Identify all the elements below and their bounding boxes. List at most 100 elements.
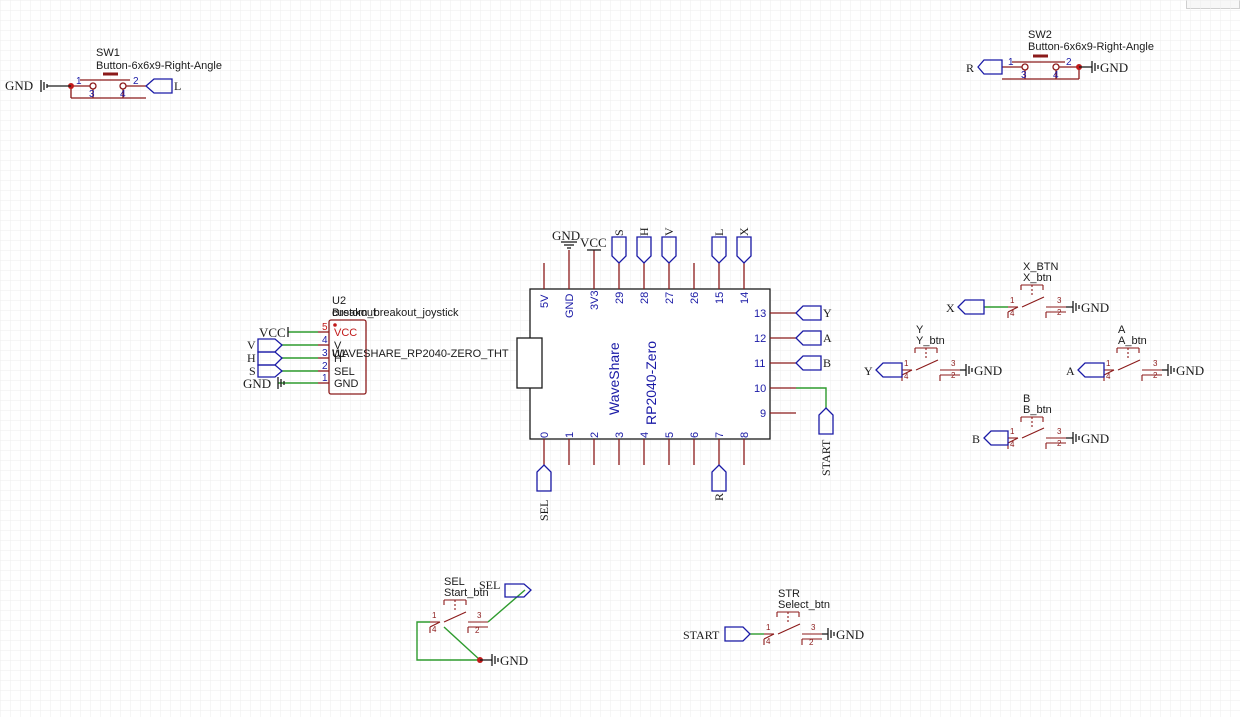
- pin-label: 3: [614, 432, 626, 438]
- pin-label: 0: [539, 432, 551, 438]
- net-label-gnd: GND: [1100, 60, 1128, 75]
- net-flag-r[interactable]: [977, 59, 1003, 75]
- net-label-sel: SEL: [479, 578, 500, 592]
- button-x[interactable]: X_BTN X_btn 1 2 3 4 X GND: [946, 261, 1109, 318]
- pin-number: 1: [1106, 359, 1111, 368]
- pin-number: 4: [120, 89, 126, 100]
- wire-start[interactable]: [796, 387, 827, 408]
- net-label-gnd: GND: [974, 363, 1002, 378]
- net-flag-start[interactable]: [818, 407, 834, 435]
- sw1-value: Button-6x6x9-Right-Angle: [96, 60, 222, 72]
- pin-number: 3: [1153, 359, 1158, 368]
- net-label-r: R: [966, 61, 974, 75]
- net-label-start: START: [683, 628, 720, 642]
- net-label-r: R: [712, 493, 726, 501]
- switch-sw2[interactable]: [1002, 54, 1080, 80]
- u2-ref: U2: [332, 295, 346, 307]
- pin-number: 2: [133, 76, 139, 87]
- net-flag-l[interactable]: [145, 78, 173, 94]
- usb-connector: [516, 337, 543, 389]
- net-flag-y[interactable]: [875, 362, 903, 378]
- net-flag-b[interactable]: [983, 430, 1009, 446]
- net-flag-a[interactable]: [1077, 362, 1105, 378]
- btn-ref: STR: [778, 588, 800, 600]
- pin-number: 1: [76, 76, 82, 87]
- net-flag-sel[interactable]: [504, 583, 532, 598]
- pin-number: 3: [1057, 296, 1062, 305]
- pin-number: 2: [475, 626, 480, 635]
- bottom-net-flags[interactable]: [536, 464, 727, 492]
- net-label-l: L: [712, 229, 726, 236]
- mcu-model: RP2040-Zero: [643, 341, 659, 425]
- button-b[interactable]: B B_btn 1 2 3 4 B GND: [972, 393, 1109, 449]
- pin-label: 28: [639, 292, 651, 304]
- pin-number: 1: [766, 623, 771, 632]
- mcu-bottom-pin-lines: [543, 439, 745, 465]
- pin-number: 4: [1010, 440, 1015, 449]
- pin-label: 11: [754, 358, 765, 370]
- pin-number: 3: [89, 89, 95, 100]
- net-flag-start[interactable]: [724, 626, 751, 642]
- pin-label: 26: [689, 292, 701, 304]
- u2-overlap-value: Breakout: [332, 307, 376, 319]
- pin-number: 3: [1021, 70, 1027, 81]
- gnd-symbol: [40, 80, 71, 92]
- sw2-ref: SW2: [1028, 29, 1052, 41]
- pin-number: 1: [432, 611, 437, 620]
- net-label-vcc: VCC: [259, 325, 286, 340]
- pin-number: 2: [1153, 371, 1158, 380]
- u2-net-flags[interactable]: [257, 338, 283, 378]
- net-label-gnd: GND: [1081, 431, 1109, 446]
- net-label-x: X: [946, 301, 955, 315]
- btn-ref: X_BTN: [1023, 261, 1059, 273]
- btn-value: Start_btn: [444, 587, 489, 599]
- pin-number: 2: [1057, 308, 1062, 317]
- pin-label: 8: [739, 432, 751, 438]
- gnd-symbol: [1079, 61, 1099, 73]
- net-label-gnd: GND: [243, 376, 271, 391]
- pin-label: 5V: [539, 294, 551, 308]
- mcu-top-pin-lines: [543, 250, 745, 289]
- net-label-gnd: GND: [5, 78, 33, 93]
- pin-label: 7: [714, 432, 726, 438]
- u2-pin-num: 3: [322, 348, 328, 359]
- mcu-body[interactable]: [529, 288, 771, 440]
- top-net-flags[interactable]: [611, 236, 752, 264]
- button-a[interactable]: A A_btn 1 2 3 4 A GND: [1066, 324, 1204, 381]
- sel-wires[interactable]: [416, 589, 526, 661]
- u2-body[interactable]: [328, 319, 367, 395]
- u2-pin-name: H: [334, 353, 342, 365]
- u2-pin-name: VCC: [334, 327, 357, 339]
- btn-value: X_btn: [1023, 272, 1052, 284]
- mcu-brand: WaveShare: [606, 342, 622, 415]
- button-sel[interactable]: SEL Start_btn 1 2 3 4 SEL GND: [416, 576, 532, 668]
- net-label-s: S: [612, 229, 626, 236]
- button-str[interactable]: STR Select_btn 1 2 3 4 START GND: [683, 588, 864, 647]
- pin-label: 1: [564, 432, 576, 438]
- pin-label: 15: [714, 292, 726, 304]
- u2-pin-name: V: [334, 340, 342, 352]
- pin-number: 2: [951, 371, 956, 380]
- pin-number: 1: [1010, 427, 1015, 436]
- net-label-y: Y: [864, 364, 873, 378]
- button-y[interactable]: Y Y_btn 1 2 3 4 Y GND: [864, 324, 1002, 381]
- mcu-right-pin-lines: [770, 312, 796, 414]
- u1-overlap-footprint: WAVESHARE_RP2040-ZERO_THT: [332, 348, 509, 360]
- u2-value: custom_breakout_joystick: [332, 307, 459, 319]
- pin1-marker: [333, 323, 337, 327]
- pin-number: 2: [1057, 439, 1062, 448]
- pin-number: 2: [1066, 57, 1072, 68]
- right-net-flags[interactable]: [795, 305, 822, 371]
- u2-signal-wires[interactable]: [278, 344, 318, 384]
- u2-pin-name: GND: [334, 378, 359, 390]
- pin-label: 5: [664, 432, 676, 438]
- net-flag-x[interactable]: [957, 299, 985, 315]
- u2-pin-name: SEL: [334, 366, 355, 378]
- u1-overlap-ref: U1: [332, 348, 346, 360]
- pin-number: 4: [766, 637, 771, 646]
- sw1-ref: SW1: [96, 47, 120, 59]
- net-label-gnd: GND: [552, 228, 580, 243]
- btn-ref: Y: [916, 324, 924, 336]
- net-label-v: V: [662, 227, 676, 236]
